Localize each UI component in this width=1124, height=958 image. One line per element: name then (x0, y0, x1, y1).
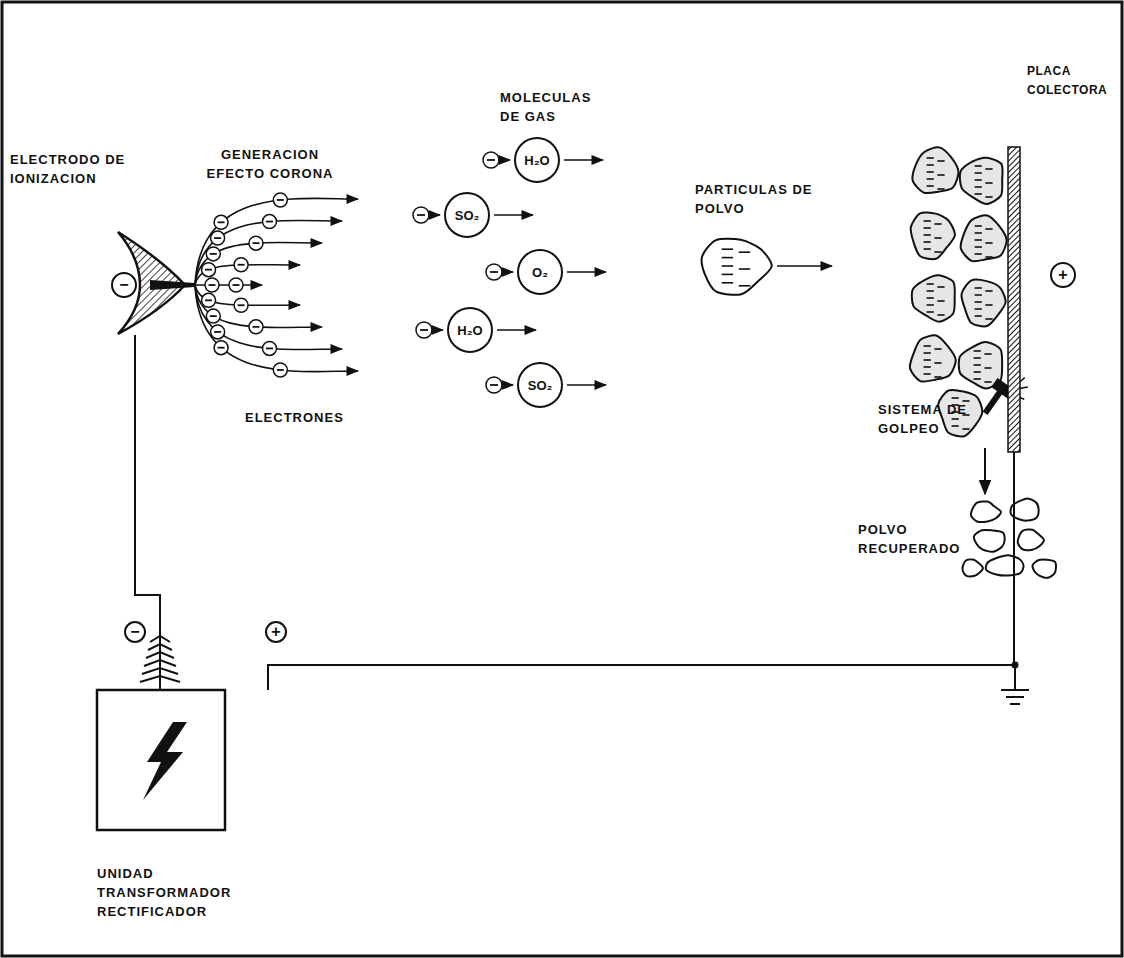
corona-arcs (195, 193, 358, 377)
molecule-formula: SO₂ (528, 376, 553, 395)
gas-molecule: SO₂ (444, 192, 490, 238)
electron-symbol (413, 207, 429, 223)
part-label: ELECTRODO DE IONIZACION (10, 150, 134, 188)
terminal-sign: + (265, 621, 287, 643)
dust-particle (986, 555, 1024, 575)
power-wire (135, 335, 160, 612)
electron-symbol (206, 247, 220, 261)
gas-molecule: O₂ (517, 249, 563, 295)
misc-symbols (977, 365, 1035, 704)
electron-symbol (249, 236, 263, 250)
electron-symbol (234, 298, 248, 312)
gas-molecule: H₂O (447, 307, 493, 353)
electron-symbol (416, 322, 432, 338)
dust-particle (702, 239, 772, 295)
dust-particle (962, 559, 982, 576)
collector-plate: PLACA COLECTORA (1005, 62, 1117, 452)
gas-molecule: SO₂ (517, 362, 563, 408)
dust-particle (1018, 529, 1044, 550)
molecule-formula: SO₂ (455, 206, 480, 225)
process-label: GENERACION EFECTO CORONA (200, 145, 340, 183)
electron-symbol (249, 320, 263, 334)
hammer-symbol (977, 365, 1035, 427)
polarity-sign: − (111, 272, 137, 298)
dust-particle (910, 335, 956, 381)
electron-symbol (263, 341, 277, 355)
electrons-label: ELECTRONES (245, 408, 375, 427)
collector-plate-bar (1005, 62, 1117, 452)
ionization-electrode: ELECTRODO DE IONIZACION (10, 150, 195, 335)
electron-symbol (211, 231, 225, 245)
electron-symbol (486, 377, 502, 393)
dust-particle (911, 212, 955, 259)
dust-particle (1033, 560, 1056, 578)
electron-symbol (214, 215, 228, 229)
molecule-arrows (413, 152, 606, 393)
gas-molecule: H₂O (514, 137, 560, 183)
electron-symbol (202, 263, 216, 277)
molecule-formula: H₂O (457, 321, 482, 340)
electron-symbol (229, 278, 243, 292)
dust-particle (960, 158, 1003, 204)
electron-symbol (205, 278, 219, 292)
fall-arrow (984, 448, 986, 494)
ground-symbol (1001, 662, 1029, 705)
electron-symbol (273, 193, 287, 207)
electron-symbol (211, 325, 225, 339)
part-label: PLACA COLECTORA (1027, 62, 1115, 100)
terminal-sign: − (124, 621, 146, 643)
dust-particles-label: PARTICULAS DE POLVO (695, 180, 817, 218)
dust-particle (912, 147, 958, 193)
electron-symbol (214, 341, 228, 355)
gas-molecules-label: MOLECULAS DE GAS (500, 88, 612, 126)
electron-symbol (202, 293, 216, 307)
dust-particles (702, 147, 1056, 578)
electron-symbol (206, 309, 220, 323)
electron-symbol (273, 363, 287, 377)
dust-particle (974, 530, 1005, 552)
dust-particle (961, 215, 1007, 261)
rapping-system-label: SISTEMA DE GOLPEO (878, 400, 976, 438)
molecule-formula: O₂ (532, 263, 548, 282)
electron-symbol (483, 152, 499, 168)
dust-particle (912, 275, 955, 322)
part-label: UNIDAD TRANSFORMADOR RECTIFICADOR (97, 864, 247, 921)
molecule-formula: H₂O (524, 151, 549, 170)
dust-particle (961, 280, 1005, 327)
power-wire (290, 452, 1014, 665)
dust-particle (971, 501, 1001, 522)
transformer-rectifier-unit: UNIDAD TRANSFORMADOR RECTIFICADOR (95, 612, 290, 942)
electron-symbol (234, 258, 248, 272)
electron-symbol (263, 215, 277, 229)
recovered-dust-label: POLVO RECUPERADO (858, 520, 966, 558)
polarity-sign: + (1050, 262, 1076, 288)
electron-symbol (486, 264, 502, 280)
